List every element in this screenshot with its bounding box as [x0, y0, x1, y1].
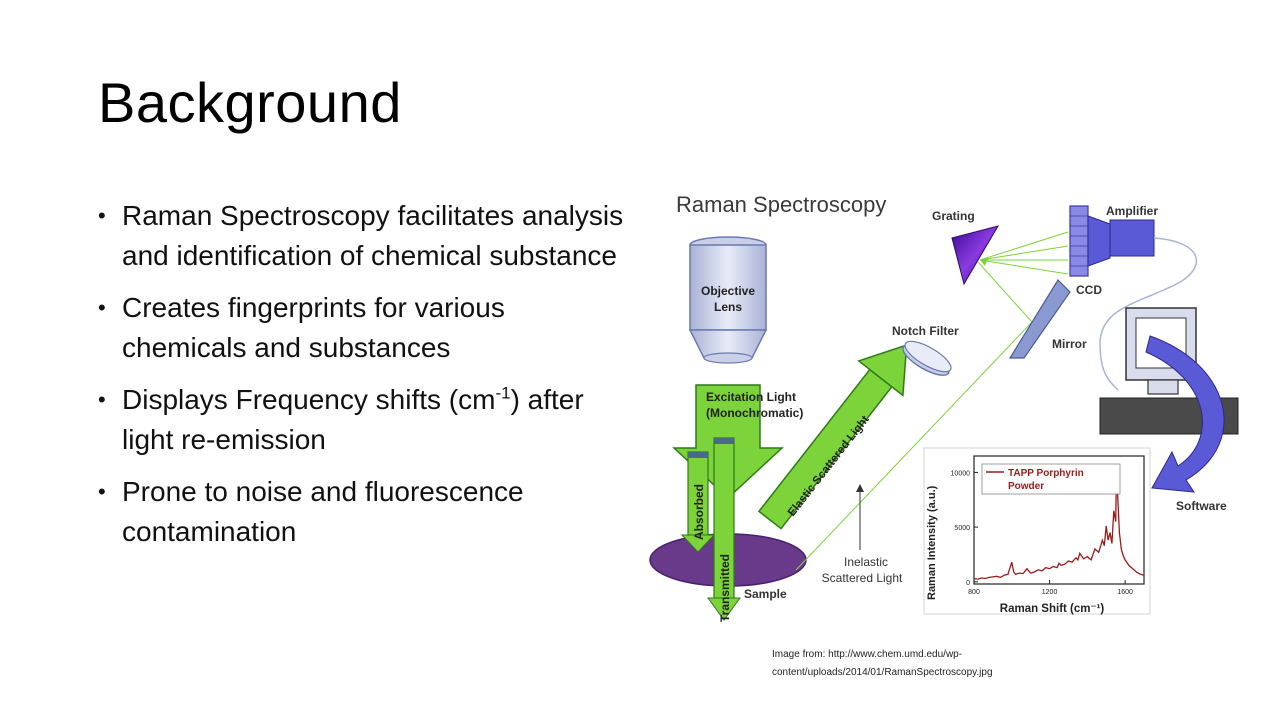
y-tick-label: 5000 — [954, 525, 970, 532]
absorbed-label: Absorbed — [692, 484, 706, 540]
raman-figure: Raman Spectroscopy Objective Lens Excita… — [648, 180, 1246, 630]
x-tick-label: 1600 — [1117, 589, 1133, 596]
excitation-label-2: (Monochromatic) — [706, 406, 803, 420]
notch-filter-label: Notch Filter — [892, 324, 959, 338]
objective-lens — [688, 236, 768, 364]
mirror-label: Mirror — [1052, 337, 1087, 351]
ccd-label: CCD — [1076, 283, 1102, 297]
amplifier-label: Amplifier — [1106, 204, 1158, 218]
excitation-label-1: Excitation Light — [706, 390, 796, 404]
inelastic-arrowhead — [856, 484, 864, 492]
y-tick-label: 10000 — [951, 470, 971, 477]
image-caption: Image from: http://www.chem.umd.edu/wp-c… — [772, 649, 993, 678]
bullet-item: • Displays Frequency shifts (cm-1) after … — [98, 380, 628, 460]
bullet-superscript: -1 — [495, 383, 511, 403]
cable — [1099, 237, 1197, 391]
objective-label-1: Objective — [701, 284, 755, 298]
elastic-arrow — [757, 343, 908, 530]
bullet-text: Prone to noise and fluorescence contamin… — [122, 476, 524, 547]
ccd-detector — [1069, 205, 1089, 277]
legend-label-2: Powder — [1008, 481, 1044, 492]
objective-label-2: Lens — [714, 300, 742, 314]
bullet-item: • Prone to noise and fluorescence contami… — [98, 472, 628, 552]
bullet-text: Raman Spectroscopy facilitates analysis … — [122, 200, 624, 271]
grating-label: Grating — [932, 209, 975, 223]
bullet-text-pre: Displays Frequency shifts (cm — [122, 384, 496, 415]
bullet-dot-icon: • — [98, 387, 106, 412]
grating — [951, 225, 1000, 286]
bullet-dot-icon: • — [98, 203, 106, 228]
sample-label: Sample — [744, 587, 787, 601]
y-tick-label: 0 — [966, 580, 970, 587]
chart-legend — [981, 463, 1121, 495]
chart-axes-frame — [973, 455, 1145, 585]
inelastic-label-1: Inelastic — [844, 555, 888, 569]
bullet-item: • Creates fingerprints for various chemic… — [98, 288, 628, 368]
bullet-list: • Raman Spectroscopy facilitates analysis… — [98, 196, 628, 564]
chart-xlabel: Raman Shift (cm⁻¹) — [1000, 603, 1105, 615]
legend-label-1: TAPP Porphyrin — [1008, 468, 1084, 479]
bullet-dot-icon: • — [98, 479, 106, 504]
inelastic-label-2: Scattered Light — [822, 571, 903, 585]
software-curve-arrow — [1145, 335, 1225, 493]
x-tick-label: 800 — [968, 589, 980, 596]
grating-beam-arrowhead — [980, 258, 988, 266]
absorbed-arrow — [680, 451, 716, 553]
x-tick-label: 1200 — [1042, 589, 1058, 596]
transmitted-label: Transmitted — [718, 554, 732, 622]
notch-filter — [902, 340, 952, 376]
amplifier — [1087, 215, 1155, 267]
chart-ylabel: Raman Intensity (a.u.) — [926, 485, 938, 600]
bullet-text: Creates fingerprints for various chemica… — [122, 292, 505, 363]
mirror — [1008, 279, 1071, 359]
transmitted-arrow — [707, 437, 741, 621]
bullet-item: • Raman Spectroscopy facilitates analysis… — [98, 196, 628, 276]
software-label: Software — [1176, 499, 1227, 513]
slide-title: Background — [98, 71, 402, 134]
bullet-text-post: ) after light re-emission — [122, 384, 584, 455]
light-path-lines — [795, 231, 1069, 571]
bullet-dot-icon: • — [98, 295, 106, 320]
figure-title: Raman Spectroscopy — [676, 192, 886, 217]
